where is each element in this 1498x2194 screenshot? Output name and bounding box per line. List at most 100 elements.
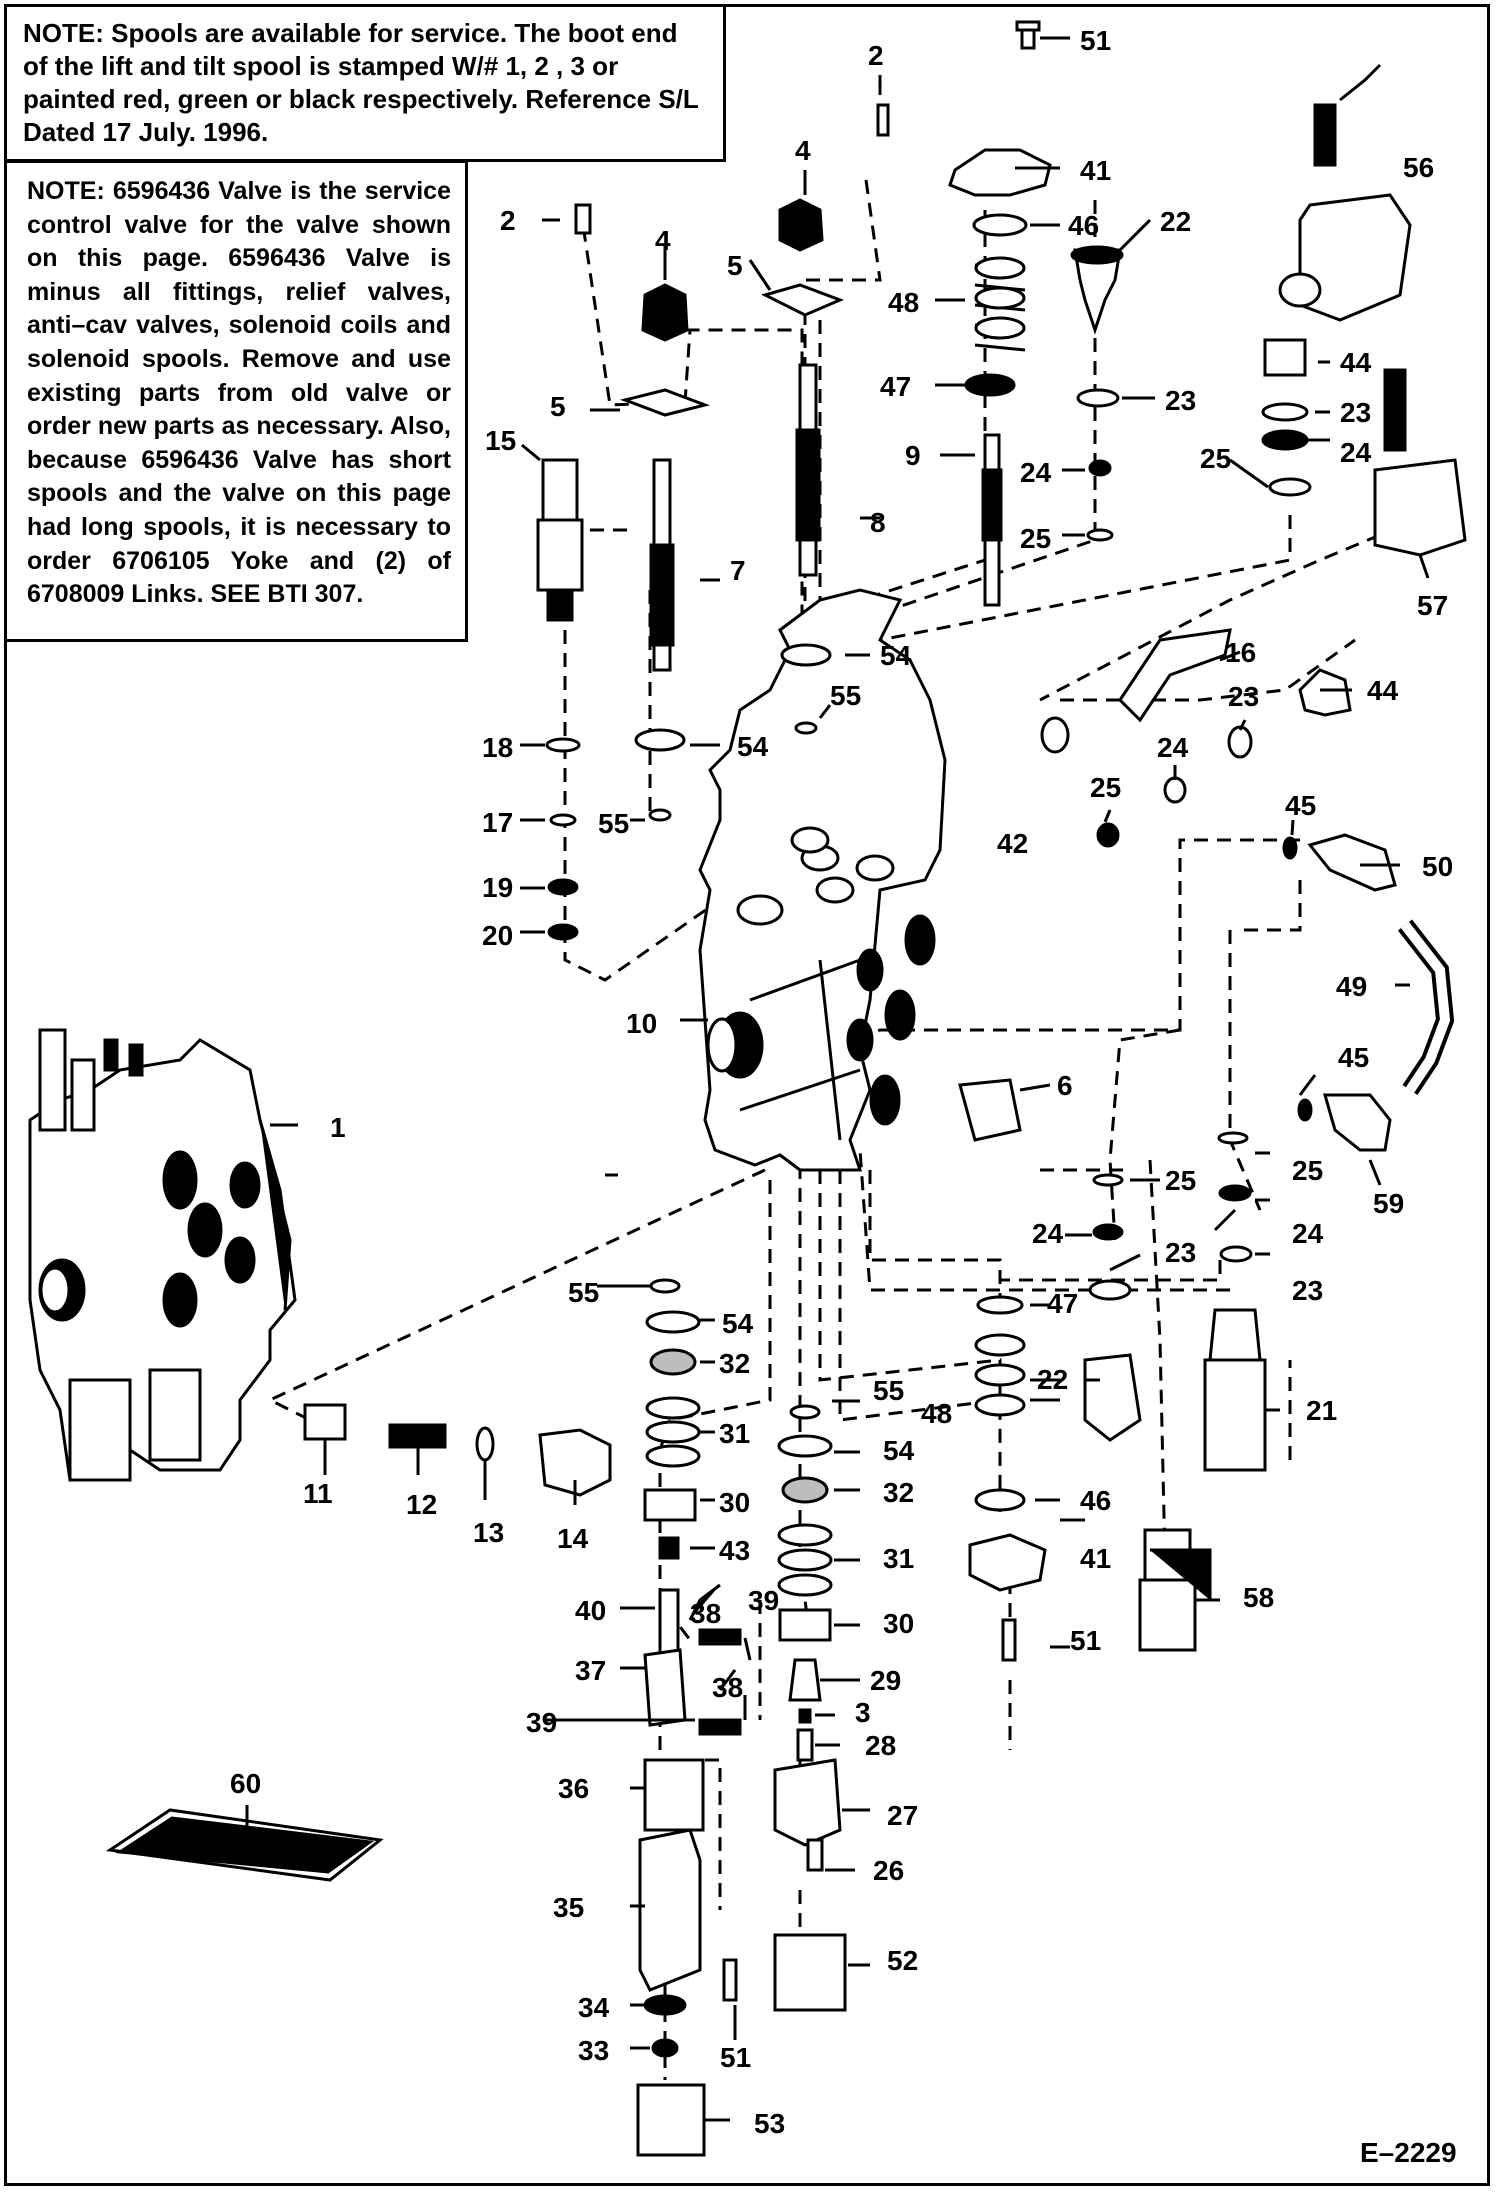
callout-14: 14 [557, 1523, 589, 1554]
note-text: Spools are available for service. The bo… [23, 18, 699, 147]
callout-1: 1 [330, 1112, 346, 1143]
upper-parts [536, 20, 1467, 1152]
callout-44b: 44 [1367, 675, 1399, 706]
callout-31a: 31 [719, 1418, 750, 1449]
callout-48a: 48 [888, 287, 919, 318]
callout-55c: 55 [568, 1277, 599, 1308]
callout-32b: 32 [883, 1477, 914, 1508]
callout-55b: 55 [598, 808, 629, 839]
callout-41b: 41 [1080, 1543, 1111, 1574]
callout-54c: 54 [722, 1308, 754, 1339]
callout-51b: 51 [1070, 1625, 1101, 1656]
callout-27: 27 [887, 1800, 918, 1831]
callout-numbers: 1 2 2 3 4 4 5 5 6 7 8 9 10 11 12 13 14 1… [230, 25, 1457, 2168]
callout-58: 58 [1243, 1582, 1274, 1613]
callout-35: 35 [553, 1892, 584, 1923]
callout-24d: 24 [1032, 1218, 1064, 1249]
callout-24a: 24 [1020, 457, 1052, 488]
callout-17: 17 [482, 807, 513, 838]
callout-7: 7 [730, 555, 746, 586]
callout-23d: 23 [1165, 1237, 1196, 1268]
callout-26: 26 [873, 1855, 904, 1886]
callout-25c: 25 [1090, 772, 1121, 803]
callout-9: 9 [905, 440, 921, 471]
callout-15: 15 [485, 425, 516, 456]
callout-45b: 45 [1338, 1042, 1369, 1073]
callout-22b: 22 [1037, 1364, 1068, 1395]
callout-28: 28 [865, 1730, 896, 1761]
callout-23c: 23 [1228, 681, 1259, 712]
callout-4a: 4 [795, 135, 811, 166]
callout-29: 29 [870, 1665, 901, 1696]
callout-39b: 39 [526, 1707, 557, 1738]
callout-59: 59 [1373, 1188, 1404, 1219]
callout-33: 33 [578, 2035, 609, 2066]
callout-11: 11 [303, 1478, 333, 1509]
note-spools-available: NOTE: Spools are available for service. … [4, 4, 726, 162]
callout-4b: 4 [655, 225, 671, 256]
callout-5b: 5 [550, 391, 566, 422]
callout-24c: 24 [1157, 732, 1189, 763]
callout-38a: 38 [690, 1598, 721, 1629]
callout-12: 12 [406, 1489, 437, 1520]
complete-valve-assembly [28, 1028, 297, 1482]
diagram-frame [4, 4, 1490, 2186]
callout-47b: 47 [1047, 1288, 1078, 1319]
callout-37: 37 [575, 1655, 606, 1686]
callout-56: 56 [1403, 152, 1434, 183]
callout-21: 21 [1306, 1395, 1337, 1426]
callout-24e: 24 [1292, 1218, 1324, 1249]
callout-44a: 44 [1340, 347, 1372, 378]
callout-25e: 25 [1292, 1155, 1323, 1186]
callout-60: 60 [230, 1768, 261, 1799]
callout-39a: 39 [748, 1585, 779, 1616]
callout-19: 19 [482, 872, 513, 903]
callout-22a: 22 [1160, 206, 1191, 237]
callout-42: 42 [997, 828, 1028, 859]
callout-32a: 32 [719, 1348, 750, 1379]
callout-54a: 54 [880, 640, 912, 671]
callout-23b: 23 [1340, 397, 1371, 428]
callout-3: 3 [855, 1697, 871, 1728]
callout-20: 20 [482, 920, 513, 951]
note-lead: NOTE: [27, 177, 105, 205]
callout-51c: 51 [720, 2042, 751, 2073]
callout-2a: 2 [868, 40, 884, 71]
callout-55d: 55 [873, 1375, 904, 1406]
callout-49: 49 [1336, 971, 1367, 1002]
callout-53: 53 [754, 2108, 785, 2139]
note-service-control-valve: NOTE: 6596436 Valve is the service contr… [4, 160, 468, 642]
callout-47a: 47 [880, 371, 911, 402]
callout-46a: 46 [1068, 210, 1099, 241]
callout-55a: 55 [830, 680, 861, 711]
callout-30a: 30 [719, 1487, 750, 1518]
callout-6: 6 [1057, 1070, 1073, 1101]
callout-52: 52 [887, 1945, 918, 1976]
callout-34: 34 [578, 1992, 610, 2023]
callout-13: 13 [473, 1517, 504, 1548]
callout-40: 40 [575, 1595, 606, 1626]
callout-25d: 25 [1165, 1165, 1196, 1196]
callout-23e: 23 [1292, 1275, 1323, 1306]
valve-body [698, 588, 947, 1172]
callout-8: 8 [870, 507, 886, 538]
note-lead: NOTE: [23, 18, 104, 48]
callout-51a: 51 [1080, 25, 1111, 56]
callout-25a: 25 [1020, 523, 1051, 554]
callout-41a: 41 [1080, 155, 1111, 186]
callout-50: 50 [1422, 851, 1453, 882]
callout-31b: 31 [883, 1543, 914, 1574]
callout-46b: 46 [1080, 1485, 1111, 1516]
callout-54d: 54 [883, 1435, 915, 1466]
callout-5a: 5 [727, 250, 743, 281]
callout-2b: 2 [500, 205, 516, 236]
callout-18: 18 [482, 732, 513, 763]
callout-48b: 48 [921, 1398, 952, 1429]
callout-38b: 38 [712, 1672, 743, 1703]
callout-25b: 25 [1200, 443, 1231, 474]
lower-parts [105, 1131, 1267, 2157]
callout-54b: 54 [737, 731, 769, 762]
callout-24b: 24 [1340, 437, 1372, 468]
callout-10: 10 [626, 1008, 657, 1039]
callout-57: 57 [1417, 590, 1448, 621]
